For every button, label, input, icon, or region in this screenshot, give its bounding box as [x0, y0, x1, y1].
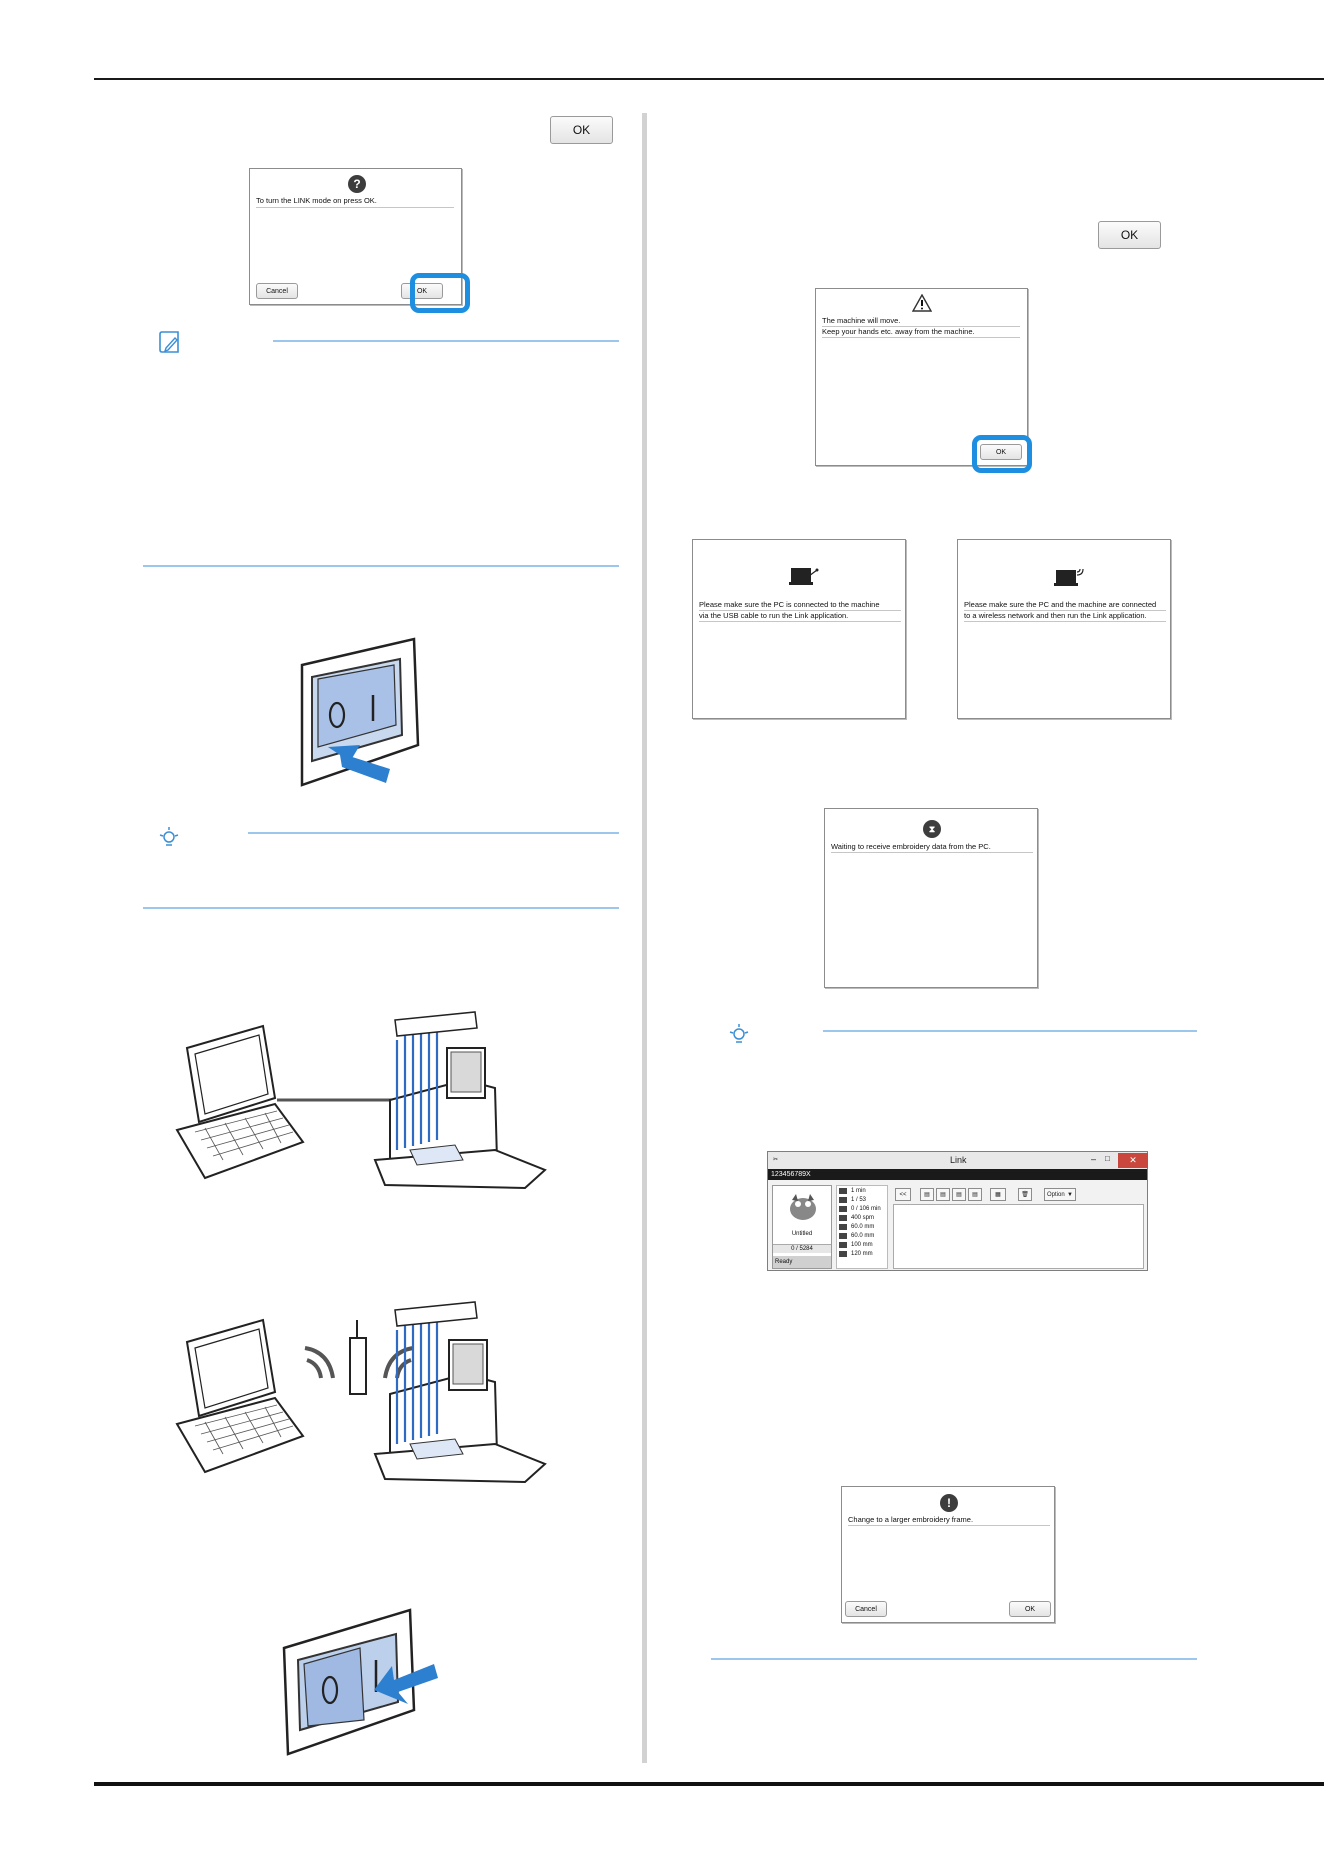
thumbnail-label: Untitled [791, 1231, 813, 1237]
dialog-message: To turn the LINK mode on press OK. [256, 196, 377, 205]
waiting-underline [831, 852, 1033, 853]
usb-connect-screen: Please make sure the PC is connected to … [692, 539, 906, 719]
info-item: 0 / 106 min [851, 1206, 881, 1212]
laptop-wireless-icon [1054, 568, 1084, 586]
dialog-message: Change to a larger embroidery frame. [848, 1515, 974, 1524]
dialog-underline-2 [822, 337, 1020, 338]
lightbulb-icon-2 [729, 1024, 749, 1043]
warning-icon [912, 294, 932, 312]
laptop-usb-icon [789, 568, 819, 585]
delete-icon[interactable]: 🗑 [1018, 1188, 1032, 1201]
note-rule-2 [823, 1030, 1197, 1032]
minimize-button[interactable]: – [1091, 1154, 1097, 1164]
toolbar-icon[interactable]: ▦ [990, 1188, 1006, 1201]
header-rule [94, 78, 1324, 80]
info-item: 100 mm [851, 1242, 873, 1248]
prev-button[interactable]: << [895, 1188, 911, 1201]
wireless-connect-screen: Please make sure the PC and the machine … [957, 539, 1171, 719]
power-switch-illustration-2 [282, 1608, 438, 1756]
section-end-rule [711, 1658, 1197, 1660]
link-mode-dialog: ? To turn the LINK mode on press OK. Can… [249, 168, 462, 305]
embroidery-thumbnail [790, 1194, 816, 1220]
wireless-underline-1 [964, 610, 1166, 611]
dialog-underline [848, 1525, 1050, 1526]
ok-button-highlight-2 [972, 435, 1032, 473]
thumbnail-panel: Untitled 0 / 5284 Ready [772, 1185, 832, 1269]
option-label: Option [1047, 1191, 1065, 1198]
wireless-underline-2 [964, 621, 1166, 622]
wireless-line-2: to a wireless network and then run the L… [964, 611, 1147, 620]
serial-bar: 123456789X [768, 1169, 1147, 1180]
window-titlebar: ✂ Link – □ ✕ [768, 1152, 1148, 1169]
info-item: 120 mm [851, 1251, 873, 1257]
cancel-button[interactable]: Cancel [845, 1601, 887, 1617]
memo-rule [273, 340, 619, 342]
dialog-line-1: The machine will move. [822, 316, 901, 325]
usb-connection-illustration [175, 1011, 547, 1190]
dialog-line-2: Keep your hands etc. away from the machi… [822, 327, 975, 336]
usb-line-1: Please make sure the PC is connected to … [699, 600, 880, 609]
column-divider [642, 113, 647, 1763]
memo-icon [159, 331, 179, 353]
chevron-down-icon: ▼ [1067, 1191, 1073, 1198]
option-dropdown[interactable]: Option▼ [1044, 1188, 1076, 1201]
larger-frame-dialog: ! Change to a larger embroidery frame. C… [841, 1486, 1055, 1623]
cancel-button[interactable]: Cancel [256, 283, 298, 299]
info-icons [839, 1188, 847, 1260]
usb-underline-2 [699, 621, 901, 622]
dialog-underline-1 [822, 326, 1020, 327]
hourglass-icon: ⧗ [923, 820, 941, 838]
lightbulb-icon [159, 827, 179, 846]
memo-end-rule [143, 565, 619, 567]
close-button[interactable]: ✕ [1118, 1153, 1148, 1168]
app-icon: ✂ [773, 1157, 779, 1163]
info-item: 1 / 53 [851, 1197, 867, 1203]
stitch-count: 0 / 5284 [773, 1244, 831, 1253]
info-item: 60.0 mm [851, 1233, 875, 1239]
toolbar-icon[interactable]: ▤ [952, 1188, 966, 1201]
ok-button[interactable]: OK [1009, 1601, 1051, 1617]
exclamation-icon: ! [940, 1494, 958, 1512]
toolbar-icon[interactable]: ▤ [968, 1188, 982, 1201]
ok-button-reference[interactable]: OK [550, 116, 613, 144]
usb-line-2: via the USB cable to run the Link applic… [699, 611, 849, 620]
maximize-button[interactable]: □ [1105, 1154, 1110, 1163]
wireless-connection-illustration [175, 1301, 547, 1484]
info-item: 1 min [851, 1188, 866, 1194]
question-icon: ? [348, 175, 366, 193]
usb-underline-1 [699, 610, 901, 611]
waiting-screen: ⧗ Waiting to receive embroidery data fro… [824, 808, 1038, 988]
status-text: Ready [773, 1256, 831, 1268]
info-item: 400 spm [851, 1215, 875, 1221]
toolbar-icon[interactable]: ▤ [920, 1188, 934, 1201]
toolbar-icon[interactable]: ▤ [936, 1188, 950, 1201]
info-list: 1 min 1 / 53 0 / 106 min 400 spm 60.0 mm… [836, 1185, 888, 1269]
info-item: 60.0 mm [851, 1224, 875, 1230]
waiting-message: Waiting to receive embroidery data from … [831, 842, 991, 851]
power-switch-illustration [300, 637, 420, 787]
link-app-window: ✂ Link – □ ✕ 123456789X Untitled 0 / 528… [767, 1151, 1148, 1271]
job-list-area [893, 1204, 1144, 1269]
wireless-line-1: Please make sure the PC and the machine … [964, 600, 1157, 609]
ok-button-highlight [410, 273, 470, 313]
window-title: Link [950, 1155, 967, 1165]
ok-button-reference-2[interactable]: OK [1098, 221, 1161, 249]
note-rule [248, 832, 619, 834]
ok-button[interactable]: OK [980, 444, 1022, 460]
dialog-underline [256, 207, 454, 208]
footer-rule [94, 1782, 1324, 1786]
note-end-rule [143, 907, 619, 909]
